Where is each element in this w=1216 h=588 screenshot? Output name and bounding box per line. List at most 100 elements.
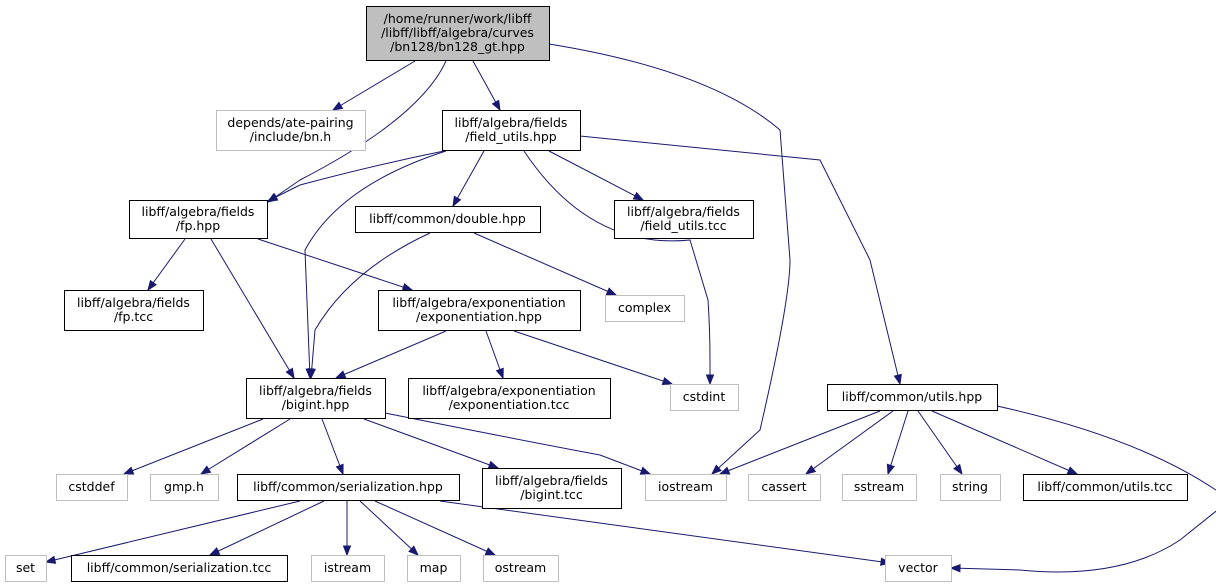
node-label-line: sstream — [854, 479, 904, 494]
node-label-line: /bn128/bn128_gt.hpp — [390, 39, 525, 54]
node-label-line: /libff/libff/algebra/curves — [381, 25, 534, 40]
node-box — [442, 110, 581, 151]
node-box — [483, 555, 559, 582]
arrowhead-serialization_hpp-to-serialization_tcc — [208, 547, 221, 556]
node-exp_hpp[interactable]: libff/algebra/exponentiation/exponentiat… — [378, 290, 581, 331]
node-box — [64, 290, 204, 331]
arrowhead-utils_hpp-to-utils_tcc — [1066, 466, 1079, 475]
node-field_utils_hpp[interactable]: libff/algebra/fields/field_utils.hpp — [442, 110, 581, 151]
node-label-line: complex — [618, 300, 671, 315]
node-root[interactable]: /home/runner/work/libff/libff/libff/alge… — [366, 6, 550, 61]
node-box — [1023, 474, 1188, 501]
node-label-line: /home/runner/work/libff — [384, 11, 532, 26]
edge-double_hpp-to-bigint_hpp — [310, 232, 431, 379]
node-label-line: libff/common/utils.tcc — [1037, 479, 1172, 494]
arrowhead-exp_hpp-to-exp_tcc — [495, 367, 504, 380]
node-ostream: ostream — [483, 555, 559, 582]
node-exp_tcc[interactable]: libff/algebra/exponentiation/exponentiat… — [408, 378, 611, 419]
node-label-line: set — [16, 560, 35, 575]
node-box — [150, 474, 219, 501]
arrowhead-field_utils_hpp-to-cstdint — [705, 374, 715, 386]
node-label-line: /bigint.tcc — [520, 487, 583, 502]
edge-fp_hpp-to-exp_hpp — [257, 238, 413, 291]
edge-layer — [44, 43, 1216, 573]
arrowhead-utils_hpp-to-iostream — [718, 466, 731, 475]
arrowhead-exp_hpp-to-bigint_hpp — [334, 370, 347, 379]
arrowhead-utils_hpp-to-vector — [949, 564, 961, 573]
edge-bigint_hpp-to-serialization_hpp — [321, 418, 344, 475]
node-label-line: gmp.h — [164, 479, 204, 494]
arrowhead-fp_hpp-to-exp_hpp — [401, 282, 414, 292]
node-label-line: /include/bn.h — [250, 129, 331, 144]
arrowhead-bigint_hpp-to-bigint_tcc — [487, 460, 500, 469]
node-double_hpp[interactable]: libff/common/double.hpp — [355, 206, 541, 233]
node-label-line: cstddef — [68, 479, 115, 494]
node-label-line: depends/ate-pairing — [227, 115, 353, 130]
arrowhead-bigint_hpp-to-cstddef — [122, 466, 135, 475]
arrowhead-serialization_hpp-to-ostream — [484, 547, 497, 556]
node-bigint_hpp[interactable]: libff/algebra/fields/bigint.hpp — [246, 378, 386, 419]
node-fp_tcc[interactable]: libff/algebra/fields/fp.tcc — [64, 290, 204, 331]
arrowhead-utils_hpp-to-string — [953, 463, 963, 476]
node-box — [5, 555, 47, 582]
node-label-line: libff/algebra/exponentiation — [422, 383, 595, 398]
node-vector: vector — [885, 555, 952, 582]
node-set: set — [5, 555, 47, 582]
node-label-line: /exponentiation.tcc — [449, 397, 570, 412]
node-box — [311, 555, 385, 582]
edge-fp_hpp-to-fp_tcc — [147, 238, 186, 291]
arrowhead-utils_hpp-to-sstream — [886, 463, 895, 476]
node-label-line: libff/algebra/fields — [259, 383, 372, 398]
arrowhead-field_utils_hpp-to-fp_hpp — [266, 192, 279, 202]
node-gmp_h: gmp.h — [150, 474, 219, 501]
arrowhead-field_utils_hpp-to-utils_hpp — [893, 373, 902, 386]
node-box — [614, 200, 754, 239]
node-box — [408, 378, 611, 419]
node-box — [645, 474, 727, 501]
node-box — [940, 474, 1001, 501]
node-label-line: vector — [898, 560, 939, 575]
node-istream: istream — [311, 555, 385, 582]
node-iostream: iostream — [645, 474, 727, 501]
node-box — [827, 384, 998, 411]
node-label-line: libff/algebra/exponentiation — [392, 295, 565, 310]
node-serialization_hpp[interactable]: libff/common/serialization.hpp — [237, 474, 460, 501]
node-box — [216, 110, 366, 151]
edge-root-to-bn_h — [332, 60, 416, 111]
edge-utils_hpp-to-utils_tcc — [931, 410, 1078, 475]
node-field_utils_tcc[interactable]: libff/algebra/fields/field_utils.tcc — [614, 200, 754, 239]
edge-serialization_hpp-to-ostream — [374, 500, 496, 556]
arrowhead-field_utils_hpp-to-field_utils_tcc — [632, 191, 645, 201]
node-cstdint: cstdint — [670, 384, 739, 411]
edge-field_utils_hpp-to-cstdint — [523, 150, 711, 384]
edge-serialization_hpp-to-vector — [439, 500, 891, 564]
edge-field_utils_hpp-to-fp_hpp — [267, 150, 445, 202]
arrowhead-exp_hpp-to-cstdint — [661, 376, 674, 385]
node-label-line: libff/common/utils.hpp — [842, 389, 982, 404]
node-map: map — [407, 555, 461, 582]
node-box — [885, 555, 952, 582]
edge-bigint_hpp-to-cstddef — [123, 418, 264, 475]
node-label-line: iostream — [658, 479, 713, 494]
node-utils_tcc[interactable]: libff/common/utils.tcc — [1023, 474, 1188, 501]
node-label-line: cstdint — [683, 389, 726, 404]
node-fp_hpp[interactable]: libff/algebra/fields/fp.hpp — [129, 200, 268, 239]
node-label-line: /exponentiation.hpp — [416, 309, 542, 324]
node-label-line: libff/algebra/fields — [627, 204, 740, 219]
arrowhead-utils_hpp-to-cassert — [804, 465, 817, 475]
edge-exp_hpp-to-bigint_hpp — [335, 330, 447, 379]
node-cassert: cassert — [748, 474, 821, 501]
edge-field_utils_hpp-to-bigint_hpp — [304, 150, 447, 379]
node-serialization_tcc[interactable]: libff/common/serialization.tcc — [71, 555, 288, 582]
arrowhead-serialization_hpp-to-set — [44, 555, 57, 564]
node-label-line: libff/algebra/fields — [77, 295, 190, 310]
node-box — [670, 384, 739, 411]
node-label-line: libff/algebra/fields — [142, 204, 255, 219]
node-label-line: /fp.tcc — [114, 309, 153, 324]
node-utils_hpp[interactable]: libff/common/utils.hpp — [827, 384, 998, 411]
arrowhead-double_hpp-to-bigint_hpp — [307, 368, 317, 380]
node-box — [71, 555, 288, 582]
node-sstream: sstream — [842, 474, 917, 501]
node-bigint_tcc[interactable]: libff/algebra/fields/bigint.tcc — [482, 468, 622, 509]
arrowhead-bigint_hpp-to-gmp_h — [199, 465, 212, 475]
